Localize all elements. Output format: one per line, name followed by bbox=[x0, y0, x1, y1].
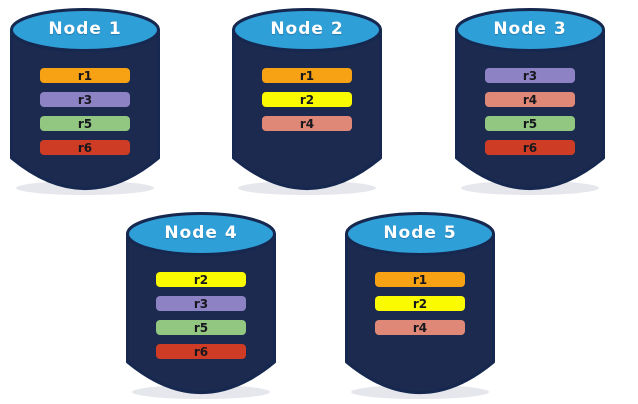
replica-stack: r1 r2 r4 bbox=[262, 68, 352, 131]
cylinder-top-face bbox=[345, 212, 495, 256]
replica-stack: r1 r3 r5 r6 bbox=[40, 68, 130, 155]
replica-bar-r1[interactable]: r1 bbox=[375, 272, 465, 287]
replica-bar-r4[interactable]: r4 bbox=[262, 116, 352, 131]
replica-bar-r5[interactable]: r5 bbox=[485, 116, 575, 131]
cylinder-top-face bbox=[126, 212, 276, 256]
cylinder-top-face bbox=[455, 8, 605, 52]
replica-bar-r6[interactable]: r6 bbox=[40, 140, 130, 155]
replica-bar-r2[interactable]: r2 bbox=[375, 296, 465, 311]
replica-bar-r1[interactable]: r1 bbox=[262, 68, 352, 83]
replica-stack: r1 r2 r4 bbox=[375, 272, 465, 335]
replica-bar-r3[interactable]: r3 bbox=[156, 296, 246, 311]
replica-bar-r3[interactable]: r3 bbox=[40, 92, 130, 107]
replica-bar-r3[interactable]: r3 bbox=[485, 68, 575, 83]
replica-bar-r2[interactable]: r2 bbox=[262, 92, 352, 107]
replica-bar-r2[interactable]: r2 bbox=[156, 272, 246, 287]
replica-stack: r3 r4 r5 r6 bbox=[485, 68, 575, 155]
replica-bar-r4[interactable]: r4 bbox=[485, 92, 575, 107]
replica-bar-r4[interactable]: r4 bbox=[375, 320, 465, 335]
replica-bar-r5[interactable]: r5 bbox=[40, 116, 130, 131]
replica-bar-r5[interactable]: r5 bbox=[156, 320, 246, 335]
replica-bar-r1[interactable]: r1 bbox=[40, 68, 130, 83]
replica-bar-r6[interactable]: r6 bbox=[156, 344, 246, 359]
cylinder-top-face bbox=[232, 8, 382, 52]
replica-stack: r2 r3 r5 r6 bbox=[156, 272, 246, 359]
replica-bar-r6[interactable]: r6 bbox=[485, 140, 575, 155]
cylinder-top-face bbox=[10, 8, 160, 52]
